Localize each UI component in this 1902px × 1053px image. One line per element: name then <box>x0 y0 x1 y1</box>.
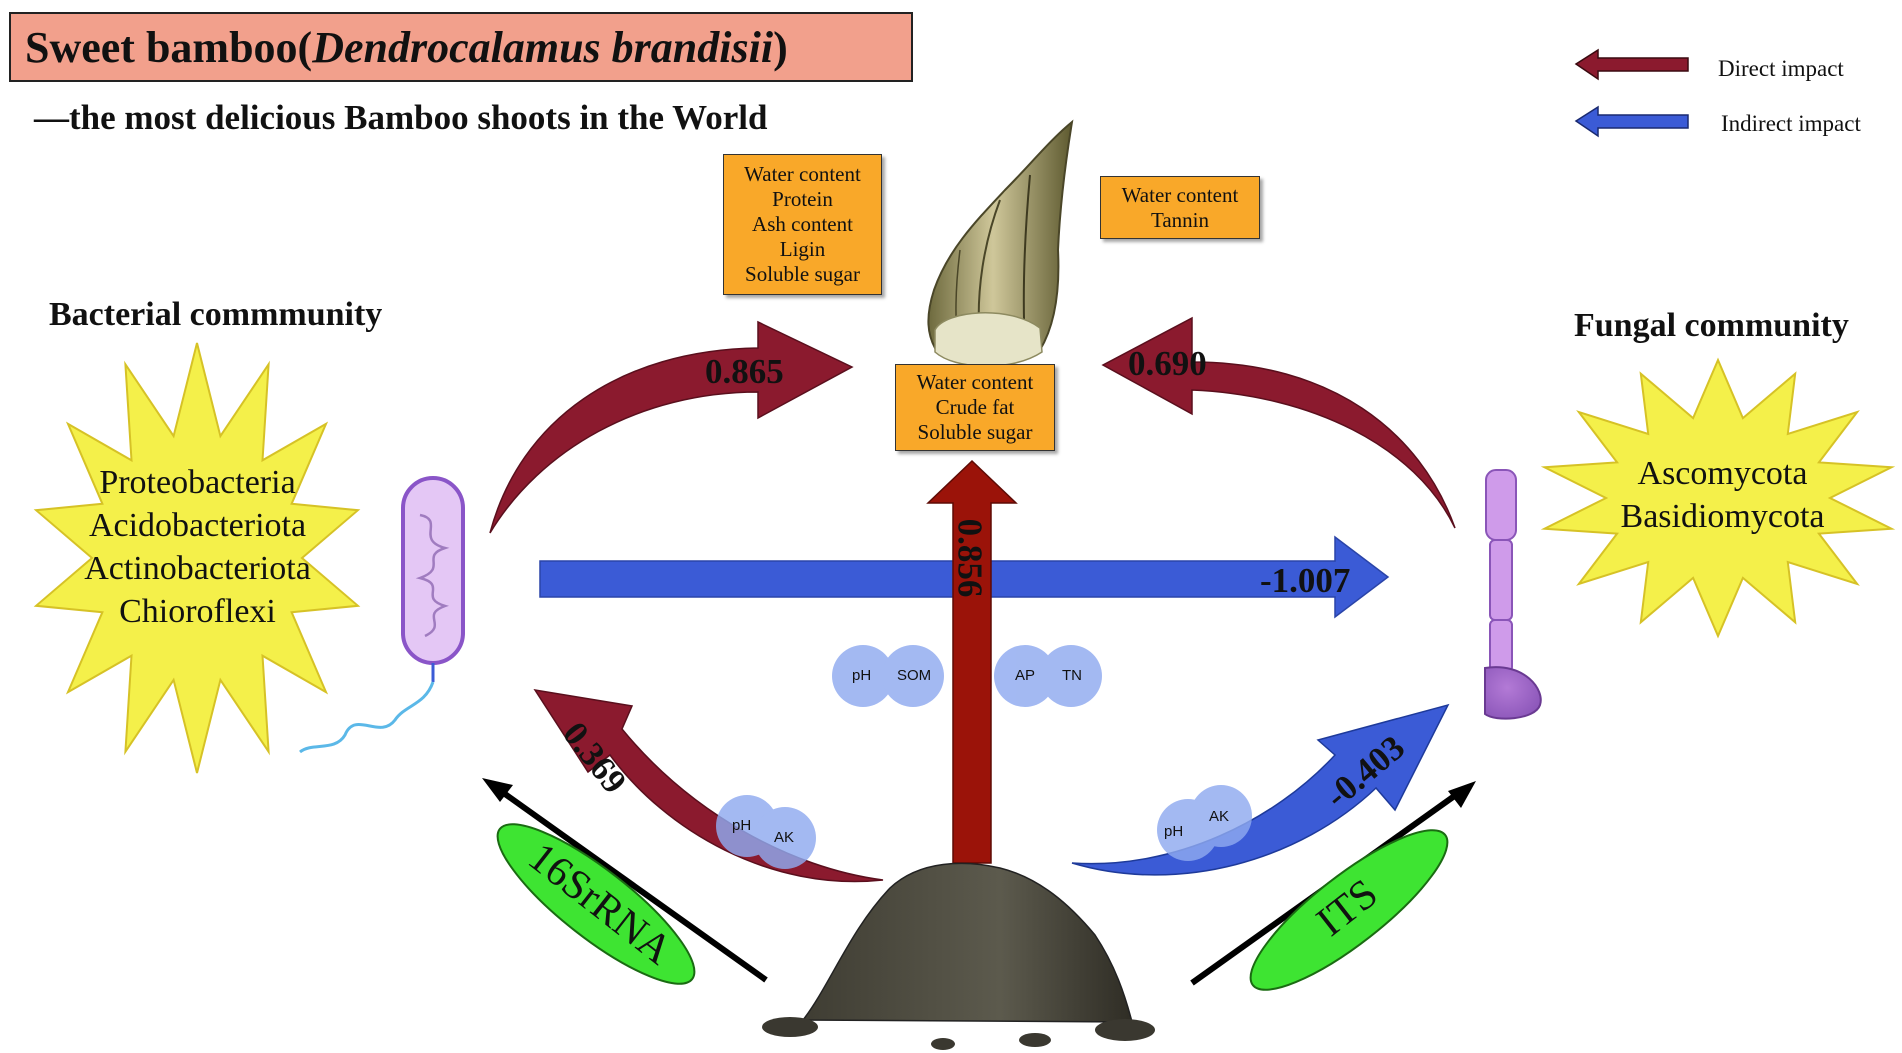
soil-factors-ph-ak-right <box>1157 785 1252 861</box>
subtitle: —the most delicious Bamboo shoots in the… <box>34 98 768 137</box>
phylum-item: Acidobacteriota <box>88 507 307 544</box>
bacterial-community-title: Bacterial commmunity <box>49 296 383 333</box>
fungus-icon <box>1484 469 1542 720</box>
legend-direct-label: Direct impact <box>1718 56 1844 81</box>
soil-factor-label: AK <box>774 829 795 846</box>
shoot-quality-box-bacteria: Water content Protein Ash content Ligin … <box>723 154 882 295</box>
soil-factor-label: AP <box>1015 667 1036 684</box>
soil-factor-label: SOM <box>897 667 932 684</box>
soil-factors-ap-tn <box>994 645 1102 707</box>
shoot-quality-box-fungi: Water content Tannin <box>1100 176 1260 239</box>
soil-factor-label: pH <box>732 817 752 834</box>
soil-to-shoot-arrow <box>926 459 1018 864</box>
coef-soil-to-shoot: 0.856 <box>950 518 990 598</box>
title-species: Dendrocalamus brandisii <box>312 22 774 72</box>
quality-item: Tannin <box>1150 207 1210 232</box>
indirect-impact-arrow-icon <box>1574 105 1689 138</box>
page-title: Sweet bamboo(Dendrocalamus brandisii) <box>25 22 788 73</box>
title-close: ) <box>773 22 788 72</box>
bacteria-to-shoot-arrow <box>489 320 854 534</box>
soil-factors-ph-ak-left <box>716 795 816 869</box>
fungal-phyla-list: Ascomycota Basidiomycota <box>1585 452 1860 538</box>
quality-item: Crude fat <box>935 395 1015 419</box>
16srrna-ellipse <box>496 823 696 985</box>
phylum-item: Proteobacteria <box>99 464 296 501</box>
quality-item: Protein <box>772 187 833 211</box>
quality-item: Water content <box>1121 182 1239 207</box>
coef-bacteria-to-shoot: 0.865 <box>705 352 784 391</box>
16s-sequencing-arrow <box>482 778 768 983</box>
phylum-item: Basidiomycota <box>1620 498 1825 535</box>
bacterium-icon <box>299 476 465 754</box>
direct-impact-arrow-icon <box>1574 48 1689 81</box>
quality-item: Soluble sugar <box>917 420 1033 444</box>
quality-item: Ligin <box>779 237 826 261</box>
coef-bacteria-to-fungi: -1.007 <box>1260 561 1351 600</box>
title-text: Sweet bamboo( <box>25 22 313 72</box>
soil-factors-ph-som <box>832 645 944 707</box>
quality-item: Ash content <box>752 212 853 236</box>
title-banner: Sweet bamboo(Dendrocalamus brandisii) <box>9 12 913 82</box>
bamboo-shoot-icon <box>927 119 1074 367</box>
soil-factor-label: pH <box>852 667 872 684</box>
quality-item: Water content <box>744 162 861 186</box>
phylum-item: Chioroflexi <box>119 593 276 630</box>
fungal-starburst <box>1540 357 1896 639</box>
fungi-to-shoot-arrow <box>1101 316 1456 529</box>
bacterial-starburst <box>33 342 361 774</box>
soil-pile-icon <box>762 862 1155 1050</box>
legend-indirect-label: Indirect impact <box>1721 111 1861 136</box>
shoot-quality-box-soil: Water content Crude fat Soluble sugar <box>895 364 1055 451</box>
soil-factor-label: AK <box>1209 808 1230 825</box>
coef-fungi-to-shoot: 0.690 <box>1128 344 1207 383</box>
fungal-community-title: Fungal community <box>1574 307 1849 344</box>
bacterial-phyla-list: Proteobacteria Acidobacteriota Actinobac… <box>60 461 335 633</box>
quality-item: Water content <box>916 370 1034 394</box>
soil-factor-label: pH <box>1164 823 1184 840</box>
quality-item: Soluble sugar <box>745 262 860 286</box>
phylum-item: Actinobacteriota <box>84 550 311 587</box>
its-ellipse <box>1249 829 1449 991</box>
soil-factor-label: TN <box>1062 667 1082 684</box>
phylum-item: Ascomycota <box>1637 455 1808 492</box>
